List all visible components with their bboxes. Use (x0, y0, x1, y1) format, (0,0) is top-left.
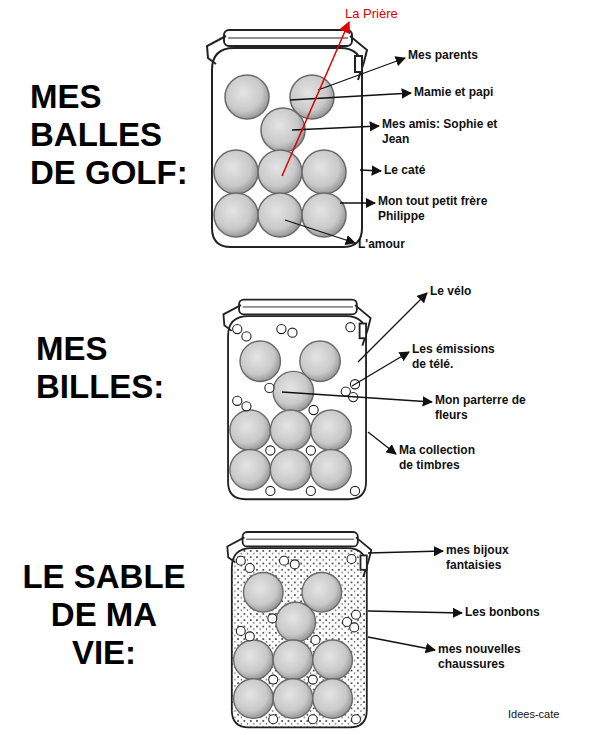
leader-arrow (285, 220, 355, 243)
leader-arrow (282, 392, 432, 402)
leader-arrow (368, 432, 396, 454)
watermark: Idees-cate (508, 707, 588, 722)
callout-label: Mon parterre de fleurs (435, 393, 545, 423)
jar (223, 300, 370, 500)
prayer-arrow (282, 22, 349, 176)
section-heading: MES BALLES DE GOLF: (30, 78, 202, 192)
jar-body (228, 316, 366, 499)
callout-label: Mon tout petit frère Philippe (378, 194, 503, 224)
jar (227, 532, 371, 727)
sand (232, 548, 367, 727)
leader-arrow (368, 611, 462, 613)
callout-label: Mes parents (408, 48, 528, 63)
callout-label: Le caté (384, 163, 464, 178)
golf-balls (230, 341, 351, 490)
callout-label: mes nouvelles chaussures (438, 642, 534, 672)
section-heading: MES BILLES: (36, 330, 208, 406)
callout-label: Les émissions de télé. (412, 342, 504, 372)
jar-lid (223, 300, 370, 346)
callout-label: mes bijoux fantaisies (446, 543, 526, 573)
leader-arrow (368, 637, 435, 650)
golf-balls (214, 75, 346, 237)
callout-label: Les bonbons (465, 605, 575, 620)
leader-arrow (340, 202, 375, 203)
callout-label: Ma collection de timbres (399, 443, 487, 473)
prayer-label: La Prière (345, 6, 435, 21)
callout-label: Mes amis: Sophie et Jean (382, 117, 510, 147)
golf-balls (234, 573, 353, 719)
callout-label: Le vélo (430, 284, 510, 299)
leader-arrow (368, 551, 443, 553)
leader-arrow (352, 352, 409, 386)
callout-label: L'amour (358, 237, 438, 252)
jar-body (232, 548, 367, 727)
leader-arrow (292, 126, 379, 130)
marbles (233, 323, 360, 496)
callout-label: Mamie et papi (414, 85, 544, 100)
leader-arrow (290, 93, 411, 100)
leader-arrow (360, 170, 381, 171)
jar (207, 30, 367, 247)
marbles (236, 555, 360, 724)
jar-lid (227, 532, 371, 577)
jar-body (212, 48, 362, 247)
section-heading: LE SABLE DE MA VIE: (18, 558, 190, 672)
